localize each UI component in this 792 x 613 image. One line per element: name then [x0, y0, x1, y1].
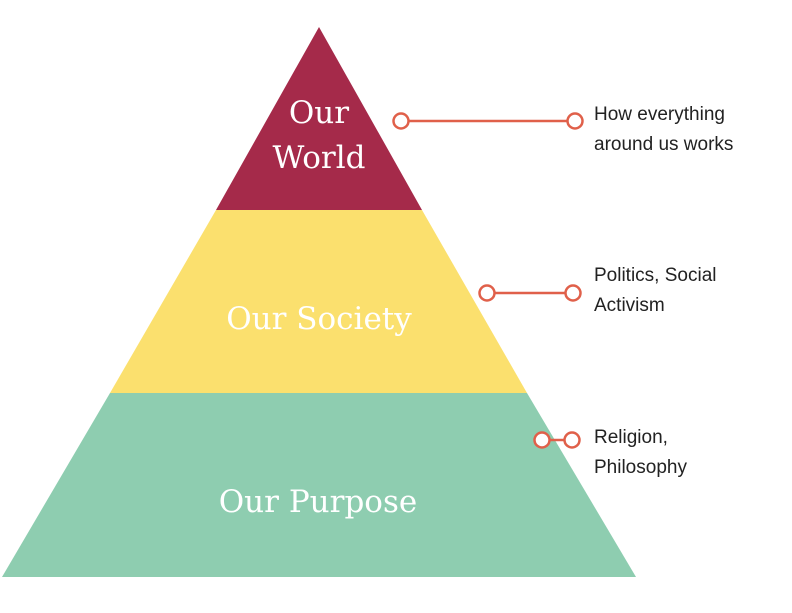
connector-society: [478, 284, 582, 302]
tier-purpose: [2, 393, 636, 577]
annotation-world: How everything around us works: [594, 100, 733, 160]
connector-end-dot: [563, 431, 581, 449]
tier-purpose-label: Our Purpose: [219, 484, 417, 520]
connector-end-dot: [566, 112, 584, 130]
connector-purpose: [533, 431, 581, 449]
tier-society-label: Our Society: [226, 301, 412, 337]
connector-start-dot: [478, 284, 496, 302]
tier-world-label-line2: World: [273, 140, 366, 176]
tier-society: [110, 210, 527, 393]
connector-start-dot: [533, 431, 551, 449]
annotation-line: How everything: [594, 104, 725, 125]
annotation-line: Religion,: [594, 427, 668, 448]
annotation-society: Politics, Social Activism: [594, 261, 717, 321]
annotation-purpose: Religion, Philosophy: [594, 423, 687, 483]
annotation-line: Activism: [594, 295, 665, 316]
annotation-line: around us works: [594, 134, 734, 155]
connector-world: [392, 112, 584, 130]
connector-start-dot: [392, 112, 410, 130]
tier-world-label-line1: Our: [289, 95, 349, 131]
connector-end-dot: [564, 284, 582, 302]
annotation-line: Philosophy: [594, 457, 687, 478]
annotation-line: Politics, Social: [594, 265, 717, 286]
tier-world: [216, 27, 422, 210]
